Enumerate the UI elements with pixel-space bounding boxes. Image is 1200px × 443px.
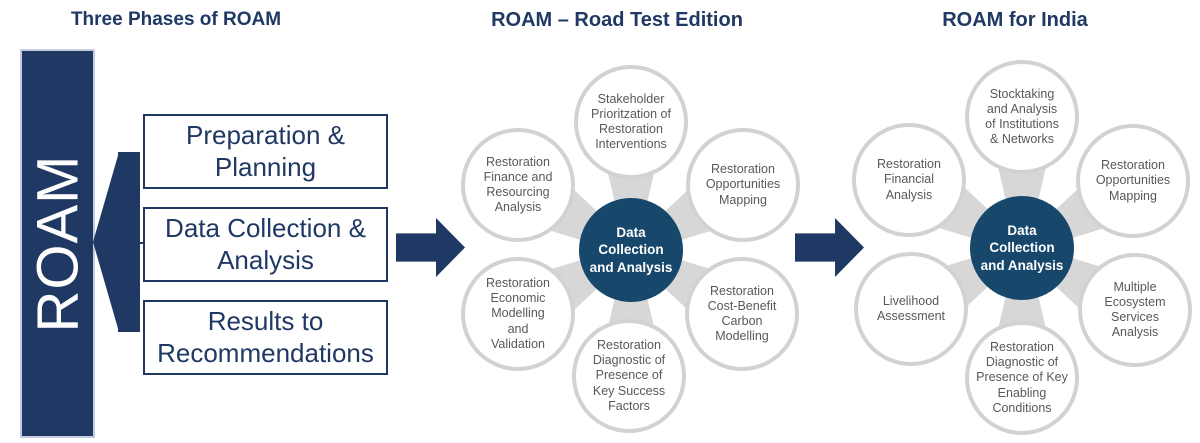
node-restoration-diagnostic-success: Restoration Diagnostic of Presence of Ke… [572,319,686,433]
node-restoration-diagnostic-enabling: Restoration Diagnostic of Presence of Ke… [965,321,1079,435]
title-three-phases: Three Phases of ROAM [70,9,282,30]
roam-bar-label: ROAM [25,154,90,333]
node-restoration-economic-modelling: Restoration Economic Modelling and Valid… [461,257,575,371]
node-stocktaking-institutions-networks: Stocktaking and Analysis of Institutions… [965,60,1079,174]
hub-data-collection-analysis-india: Data Collection and Analysis [970,196,1074,300]
node-restoration-finance-resourcing: Restoration Finance and Resourcing Analy… [461,128,575,242]
node-restoration-opportunities-mapping: Restoration Opportunities Mapping [686,128,800,242]
phase-box-preparation-planning: Preparation & Planning [143,114,388,189]
phase-box-data-collection-analysis: Data Collection & Analysis [143,207,388,282]
node-restoration-opportunities-mapping-india: Restoration Opportunities Mapping [1076,124,1190,238]
roam-vertical-bar: ROAM [20,49,95,438]
node-multiple-ecosystem-services: Multiple Ecosystem Services Analysis [1078,253,1192,367]
bracket-left-arrow-icon [93,152,119,332]
title-roam-for-india: ROAM for India [942,9,1088,31]
bracket-vertical-bar [118,152,140,332]
node-livelihood-assessment: Livelihood Assessment [854,252,968,366]
flow-right-arrow-icon-2 [795,218,864,277]
node-restoration-cost-benefit-carbon: Restoration Cost-Benefit Carbon Modellin… [685,257,799,371]
node-restoration-financial-analysis: Restoration Financial Analysis [852,123,966,237]
flow-right-arrow-icon-1 [396,218,465,277]
node-stakeholder-prioritization: Stakeholder Prioritzation of Restoration… [574,65,688,179]
hub-data-collection-analysis: Data Collection and Analysis [579,198,683,302]
phase-box-results-recommendations: Results to Recommendations [143,300,388,375]
title-road-test-edition: ROAM – Road Test Edition [491,9,743,31]
